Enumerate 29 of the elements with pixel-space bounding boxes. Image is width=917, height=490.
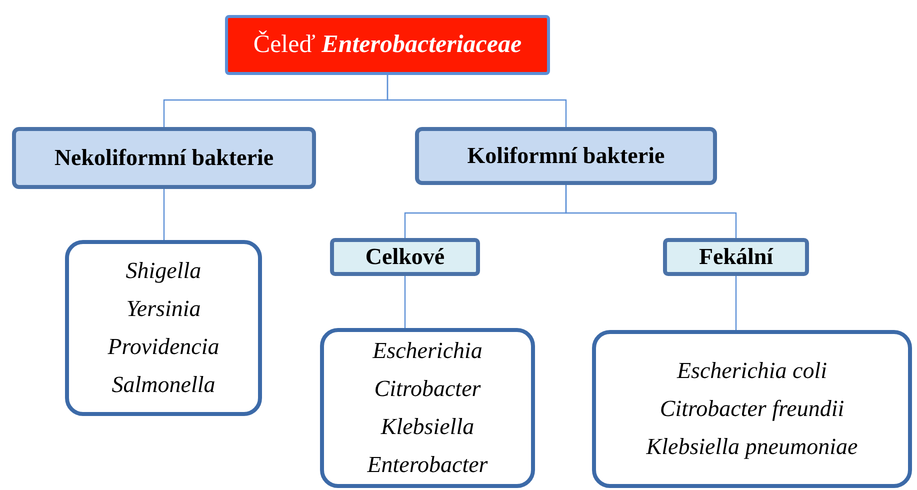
connector-line [565, 185, 737, 238]
genus-name: Citrobacter freundii [660, 395, 844, 423]
category-box [415, 127, 717, 185]
connector-line [163, 189, 165, 240]
genus-list-box [592, 330, 912, 488]
category-label: Nekoliformní bakterie [54, 145, 274, 171]
genus-list-box [65, 240, 262, 416]
genus-name: Providencia [108, 333, 220, 361]
connector-line [404, 276, 406, 328]
connector-line [735, 276, 737, 330]
category-label: Čeleď Enterobacteriaceae [253, 31, 522, 59]
genus-name: Klebsiella [380, 413, 474, 441]
genus-name: Citrobacter [374, 375, 481, 403]
genus-list-box [320, 328, 535, 488]
category-box [663, 238, 809, 276]
genus-name: Yersinia [126, 295, 201, 323]
genus-name: Escherichia [372, 337, 482, 365]
genus-name: Escherichia coli [676, 357, 828, 385]
category-label: Celkové [365, 244, 445, 270]
connector-line [386, 75, 567, 127]
genus-name: Enterobacter [367, 451, 488, 479]
category-box [330, 238, 480, 276]
genus-name: Shigella [126, 257, 202, 285]
category-label: Fekální [698, 244, 774, 270]
genus-name: Klebsiella pneumoniae [646, 433, 858, 461]
genus-name: Salmonella [112, 371, 216, 399]
category-box [12, 127, 316, 189]
category-box [225, 15, 550, 75]
category-label: Koliformní bakterie [467, 143, 665, 169]
